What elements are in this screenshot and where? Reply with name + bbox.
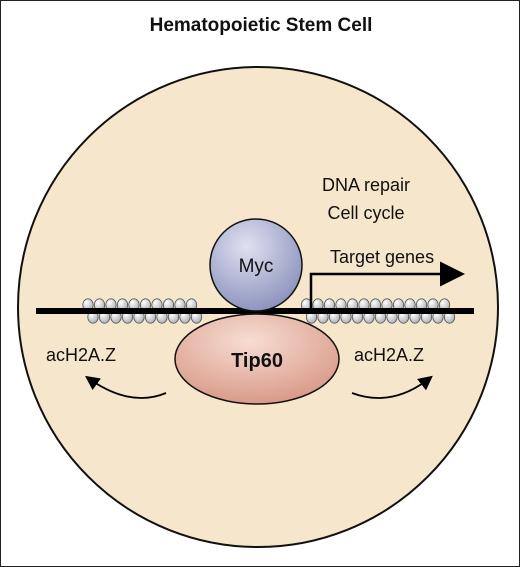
dna-repair-label: DNA repair <box>322 175 410 195</box>
myc-protein <box>209 218 303 312</box>
ach2az-right-label: acH2A.Z <box>354 345 424 365</box>
target-genes-label: Target genes <box>330 247 434 267</box>
ach2az-left-label: acH2A.Z <box>46 345 116 365</box>
tip60-protein <box>174 313 340 405</box>
tip60-label: Tip60 <box>231 350 283 372</box>
cell-cycle-label: Cell cycle <box>327 203 404 223</box>
left-curved-arrow <box>85 375 167 399</box>
myc-label: Myc <box>239 256 274 277</box>
figure-title: Hematopoietic Stem Cell <box>149 15 373 36</box>
transcription-arrow <box>309 261 465 311</box>
right-curved-arrow <box>351 375 433 399</box>
